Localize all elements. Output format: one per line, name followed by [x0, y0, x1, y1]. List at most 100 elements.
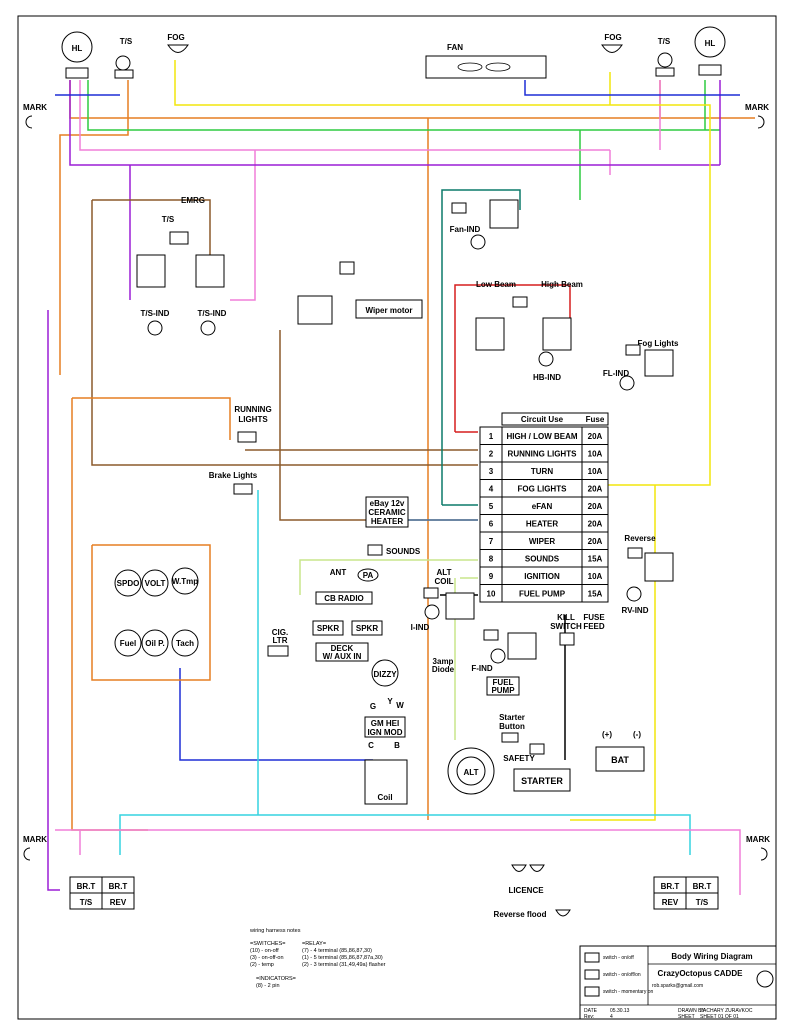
notes-indicator: (8) - 2 pin	[256, 983, 280, 989]
cig-ltr-label-2: LTR	[273, 636, 288, 645]
bat-label: BAT	[611, 755, 629, 765]
sounds-switch: SOUNDS	[367, 544, 421, 556]
hl-right-label: HL	[705, 39, 716, 48]
fuse-number: 3	[489, 467, 494, 476]
brt-right-1: BR.T	[661, 882, 680, 891]
beam-relays: Low Beam High Beam HB-IND	[475, 280, 583, 382]
notes-switches-head: =SWITCHES=	[250, 941, 285, 947]
title-block-frame	[579, 945, 777, 1020]
ts-left-rear: T/S	[80, 898, 93, 907]
ts-ind-left-label: T/S-IND	[141, 309, 170, 318]
notes-indicators-head: =INDICATORS=	[256, 976, 296, 982]
wire-cyan-brake	[119, 490, 691, 855]
fog-relay: Fog Lights FL-IND	[603, 339, 679, 391]
wire-orange-gauges	[71, 397, 231, 831]
mark-light-top-left: MARK	[23, 103, 47, 129]
harness-notes: wiring harness notes=SWITCHES=(10) - on-…	[249, 928, 386, 989]
mark-light-top-right: MARK	[745, 103, 769, 129]
fuse-number: 5	[489, 502, 494, 511]
spkr-2-label: SPKR	[356, 624, 378, 633]
wire-teal-fan	[441, 189, 521, 506]
gauge-wtmp	[171, 567, 199, 595]
mark-tr-label: MARK	[745, 103, 769, 112]
gauge-oilp-label: Oil P.	[145, 639, 164, 648]
heater: eBay 12v CERAMIC HEATER	[365, 496, 409, 528]
y-label: Y	[387, 697, 393, 706]
fuse-circuit: IGNITION	[524, 572, 560, 581]
heater-label-1: eBay 12v	[370, 499, 405, 508]
gauge-spdo-label: SPDO	[117, 579, 140, 588]
g-label: G	[370, 702, 376, 711]
fuse-number: 10	[487, 590, 496, 599]
wire-blue-ground	[55, 80, 740, 761]
low-beam-label: Low Beam	[476, 280, 516, 289]
fuse-number: 2	[489, 450, 494, 459]
starter-button-label-2: Button	[499, 722, 525, 731]
wires	[47, 60, 755, 895]
fuse-circuit: HIGH / LOW BEAM	[506, 432, 577, 441]
brt-right-2: BR.T	[693, 882, 712, 891]
fuse-circuit: SOUNDS	[525, 555, 560, 564]
fuse-feed-label-1: FUSE	[583, 613, 605, 622]
mark-bl-label: MARK	[23, 835, 47, 844]
minus-label: (-)	[633, 730, 641, 739]
coil-label: Coil	[377, 793, 392, 802]
licence-light: LICENCE	[508, 864, 545, 895]
turn-signal-front-left: T/S	[114, 37, 134, 79]
mark-tl-label: MARK	[23, 103, 47, 112]
gauge-oilp	[141, 629, 169, 657]
fuse-circuit: eFAN	[532, 502, 553, 511]
plus-label: (+)	[602, 730, 612, 739]
fuse-rating: 15A	[588, 590, 603, 599]
wire-red-beam	[454, 284, 571, 433]
octopus-logo-icon	[756, 970, 774, 988]
fuse-rating: 10A	[588, 467, 603, 476]
brake-lights-label: Brake Lights	[209, 471, 258, 480]
rear-lights-left: MARK BR.T BR.T T/S REV	[23, 835, 135, 910]
radio-section: ANT PA CB RADIO SPKR SPKR DECK W/ AUX IN…	[267, 568, 383, 662]
diode-label-1: 3amp	[433, 657, 454, 666]
wire-brown-running	[91, 199, 478, 521]
diagram-title: Body Wiring Diagram	[671, 952, 752, 961]
gauge-volt-label: VOLT	[145, 579, 166, 588]
gauge-tach-label: Tach	[176, 639, 194, 648]
fuse-circuit: RUNNING LIGHTS	[508, 450, 578, 459]
wire-pink-rear	[55, 829, 741, 895]
fuse-number: 1	[489, 432, 494, 441]
ts-tl-label: T/S	[120, 37, 133, 46]
fan: FAN	[425, 43, 547, 79]
reverse-label: Reverse	[624, 534, 656, 543]
heater-label-3: HEATER	[371, 517, 404, 526]
wire-green-top	[87, 80, 720, 200]
gauge-fuel	[114, 629, 142, 657]
meta-bottom: Rev:	[584, 1014, 594, 1020]
gauge-wtmp-label: W.Tmp	[172, 577, 198, 586]
fuse-number: 7	[489, 537, 494, 546]
gauge-volt	[141, 569, 169, 597]
b-label: B	[394, 741, 400, 750]
i-ind-label: I-IND	[411, 623, 430, 632]
meta-top: DRAWN BY	[678, 1008, 705, 1014]
fuse-rating: 15A	[588, 555, 603, 564]
kill-switch-label-1: KILL	[557, 613, 575, 622]
ant-label: ANT	[330, 568, 347, 577]
fuse-row	[479, 584, 609, 603]
author-email: rob.sparks@gmail.com	[652, 983, 703, 989]
fuse-rating: 20A	[588, 485, 603, 494]
reverse-flood-label: Reverse flood	[494, 910, 547, 919]
alt-label: ALT	[464, 768, 479, 777]
ts-mid-label: T/S	[162, 215, 175, 224]
high-beam-label: High Beam	[541, 280, 583, 289]
fog-lights-label: Fog Lights	[638, 339, 679, 348]
fuse-circuit: FUEL PUMP	[519, 590, 566, 599]
meta-bottom: 4	[610, 1014, 613, 1020]
legend-item: switch - momentary on	[603, 989, 654, 995]
fuse-header-fuse: Fuse	[586, 415, 605, 424]
pa-label: PA	[363, 571, 374, 580]
gauge-fuel-label: Fuel	[120, 639, 136, 648]
meta-bottom: SHEET 01 OF 01	[700, 1014, 739, 1020]
meta-bottom: SHEET	[678, 1014, 695, 1020]
